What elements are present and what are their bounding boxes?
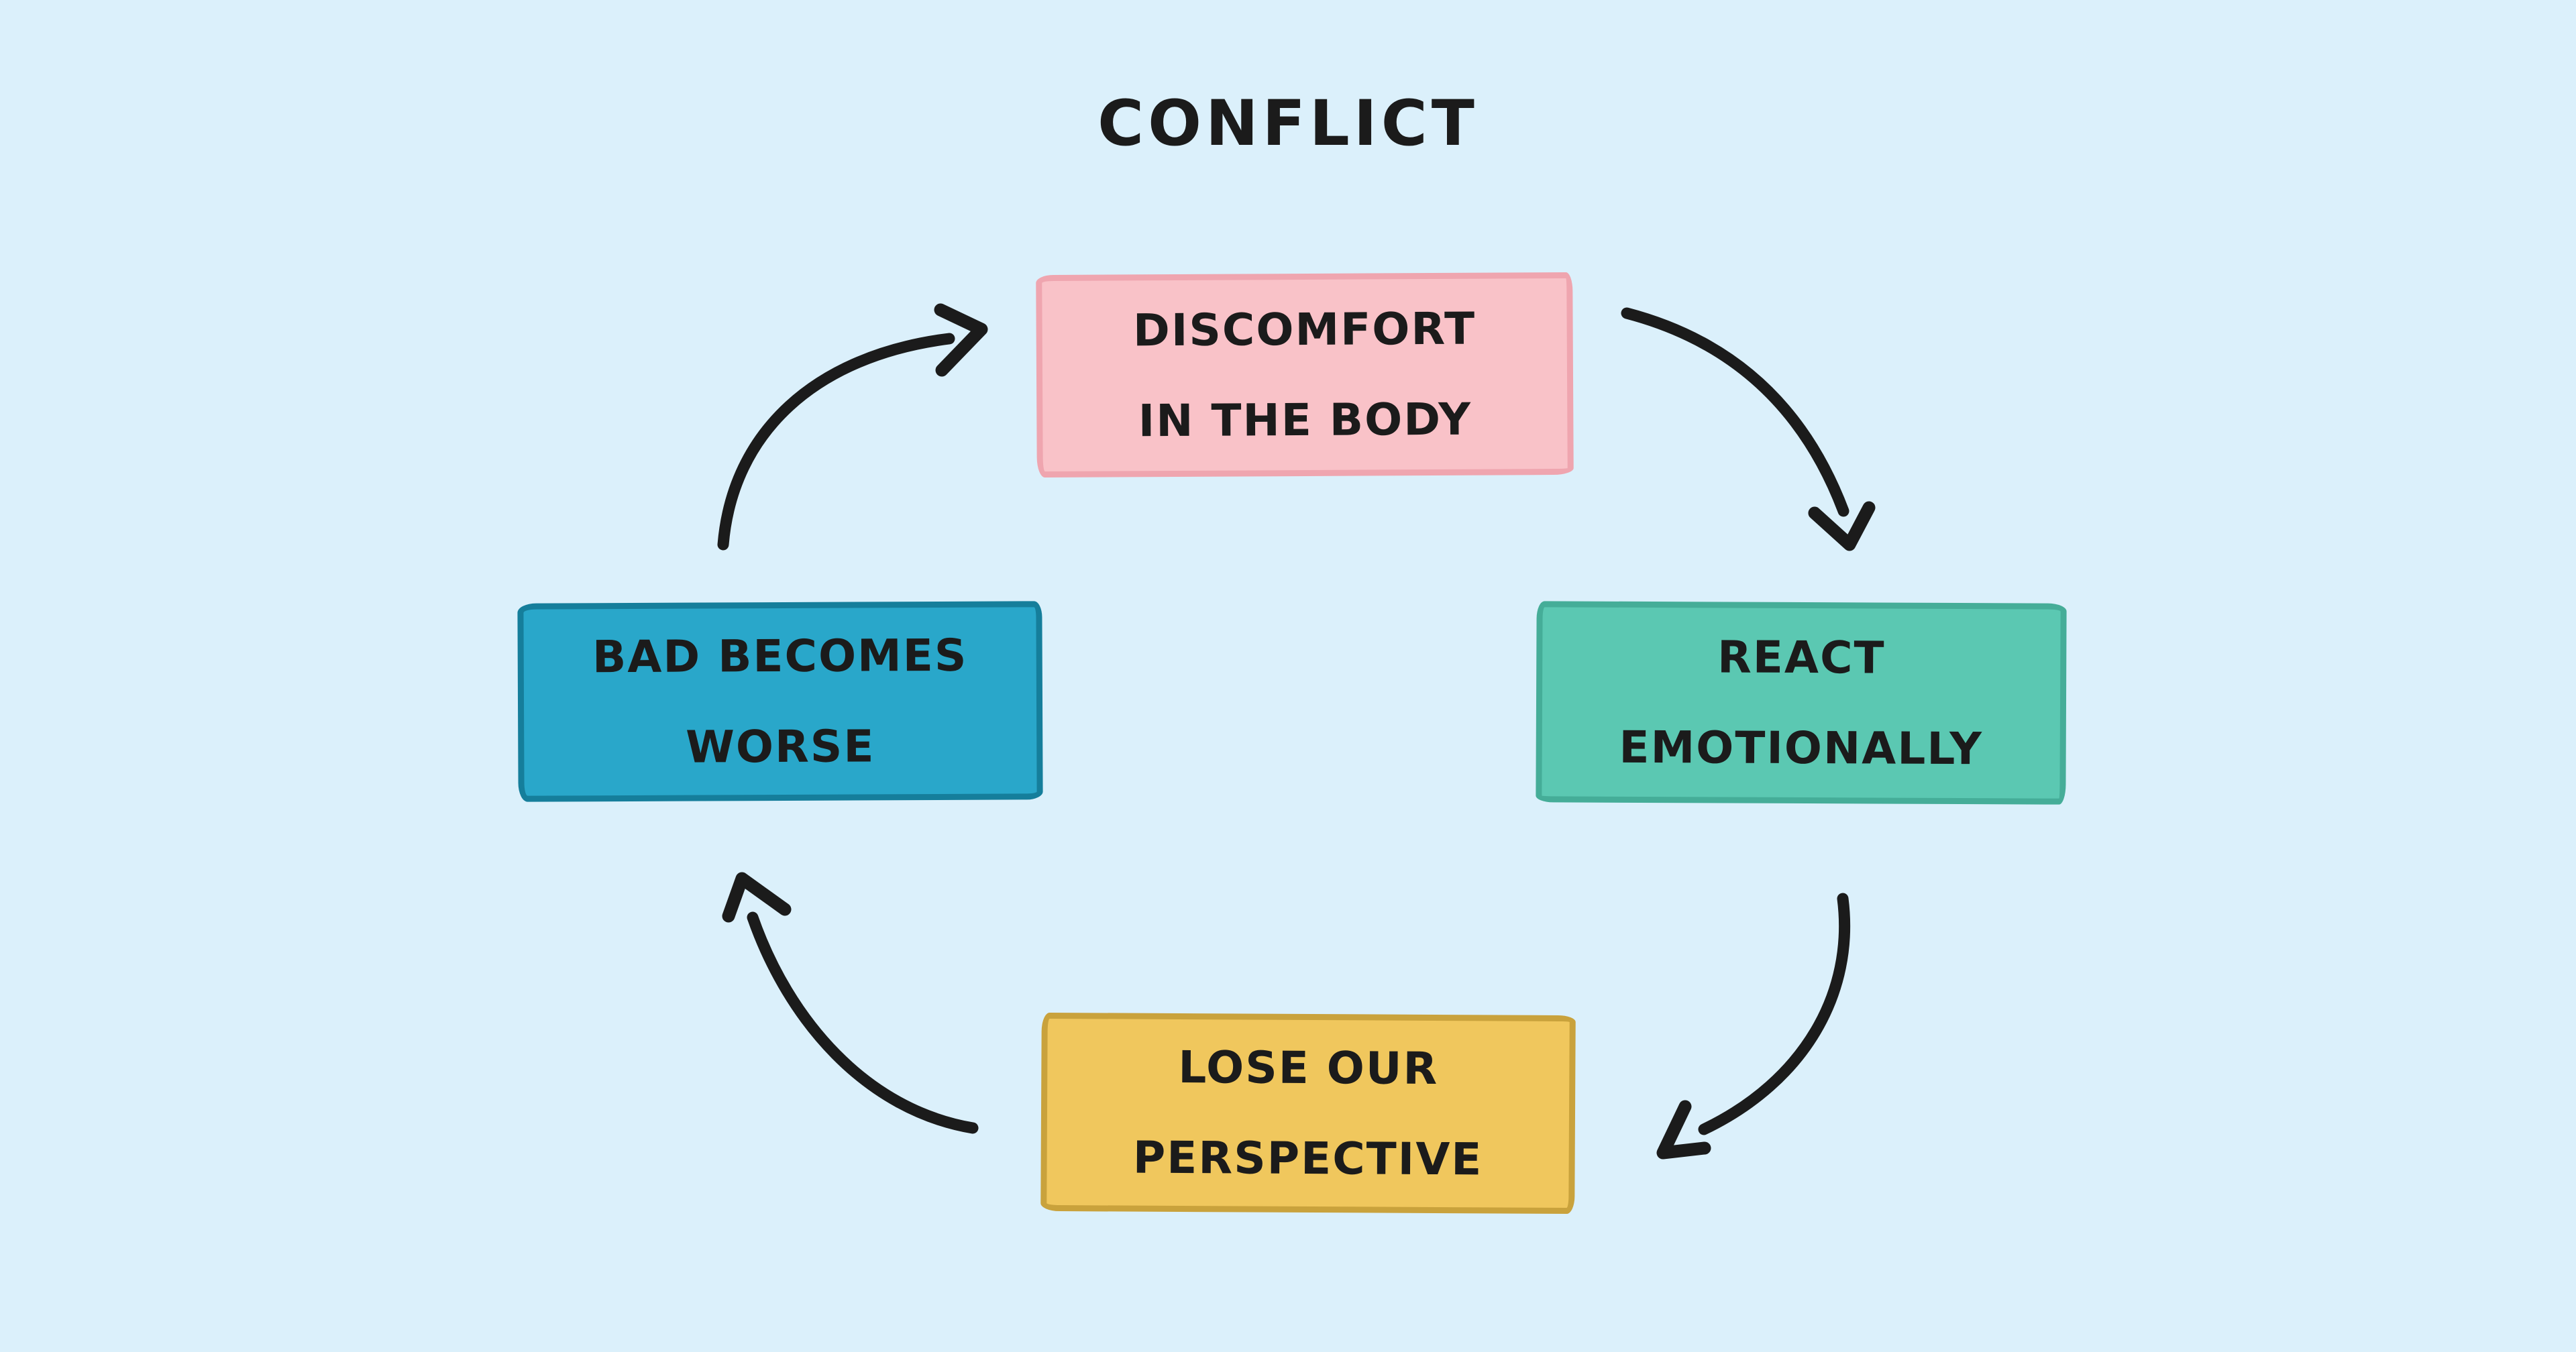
arrow-bad-to-discomfort-shaft: [717, 333, 955, 551]
arrow-lose-to-bad-head-icon: [722, 872, 792, 923]
arrow-bad-to-discomfort: [717, 303, 988, 551]
node-react-line-1: REACT: [1717, 631, 1886, 684]
arrow-discomfort-to-react-shaft: [1621, 307, 1849, 517]
node-lose-line-2: PERSPECTIVE: [1132, 1131, 1483, 1186]
arrow-lose-to-bad: [722, 872, 979, 1134]
node-react-line-2: EMOTIONALLY: [1619, 721, 1984, 775]
arrow-react-to-lose: [1656, 893, 1851, 1160]
arrow-bad-to-discomfort-head-icon: [934, 303, 988, 377]
node-react-emotionally: REACT EMOTIONALLY: [1536, 601, 2067, 805]
node-bad-line-1: BAD BECOMES: [592, 629, 968, 683]
node-bad-becomes-worse: BAD BECOMES WORSE: [517, 601, 1043, 802]
node-bad-line-2: WORSE: [685, 720, 875, 773]
arrow-discomfort-to-react-head-icon: [1808, 501, 1876, 551]
node-lose-our-perspective: LOSE OUR PERSPECTIVE: [1040, 1012, 1576, 1215]
page-title: CONFLICT: [1097, 87, 1479, 160]
node-discomfort-in-the-body: DISCOMFORT IN THE BODY: [1036, 272, 1574, 478]
arrow-discomfort-to-react: [1621, 307, 1876, 551]
arrow-lose-to-bad-shaft: [747, 911, 979, 1134]
node-lose-line-1: LOSE OUR: [1178, 1041, 1439, 1094]
node-discomfort-line-2: IN THE BODY: [1138, 393, 1472, 447]
arrow-react-to-lose-shaft: [1698, 893, 1851, 1135]
node-discomfort-line-1: DISCOMFORT: [1132, 302, 1477, 357]
arrow-react-to-lose-head-icon: [1656, 1100, 1711, 1160]
